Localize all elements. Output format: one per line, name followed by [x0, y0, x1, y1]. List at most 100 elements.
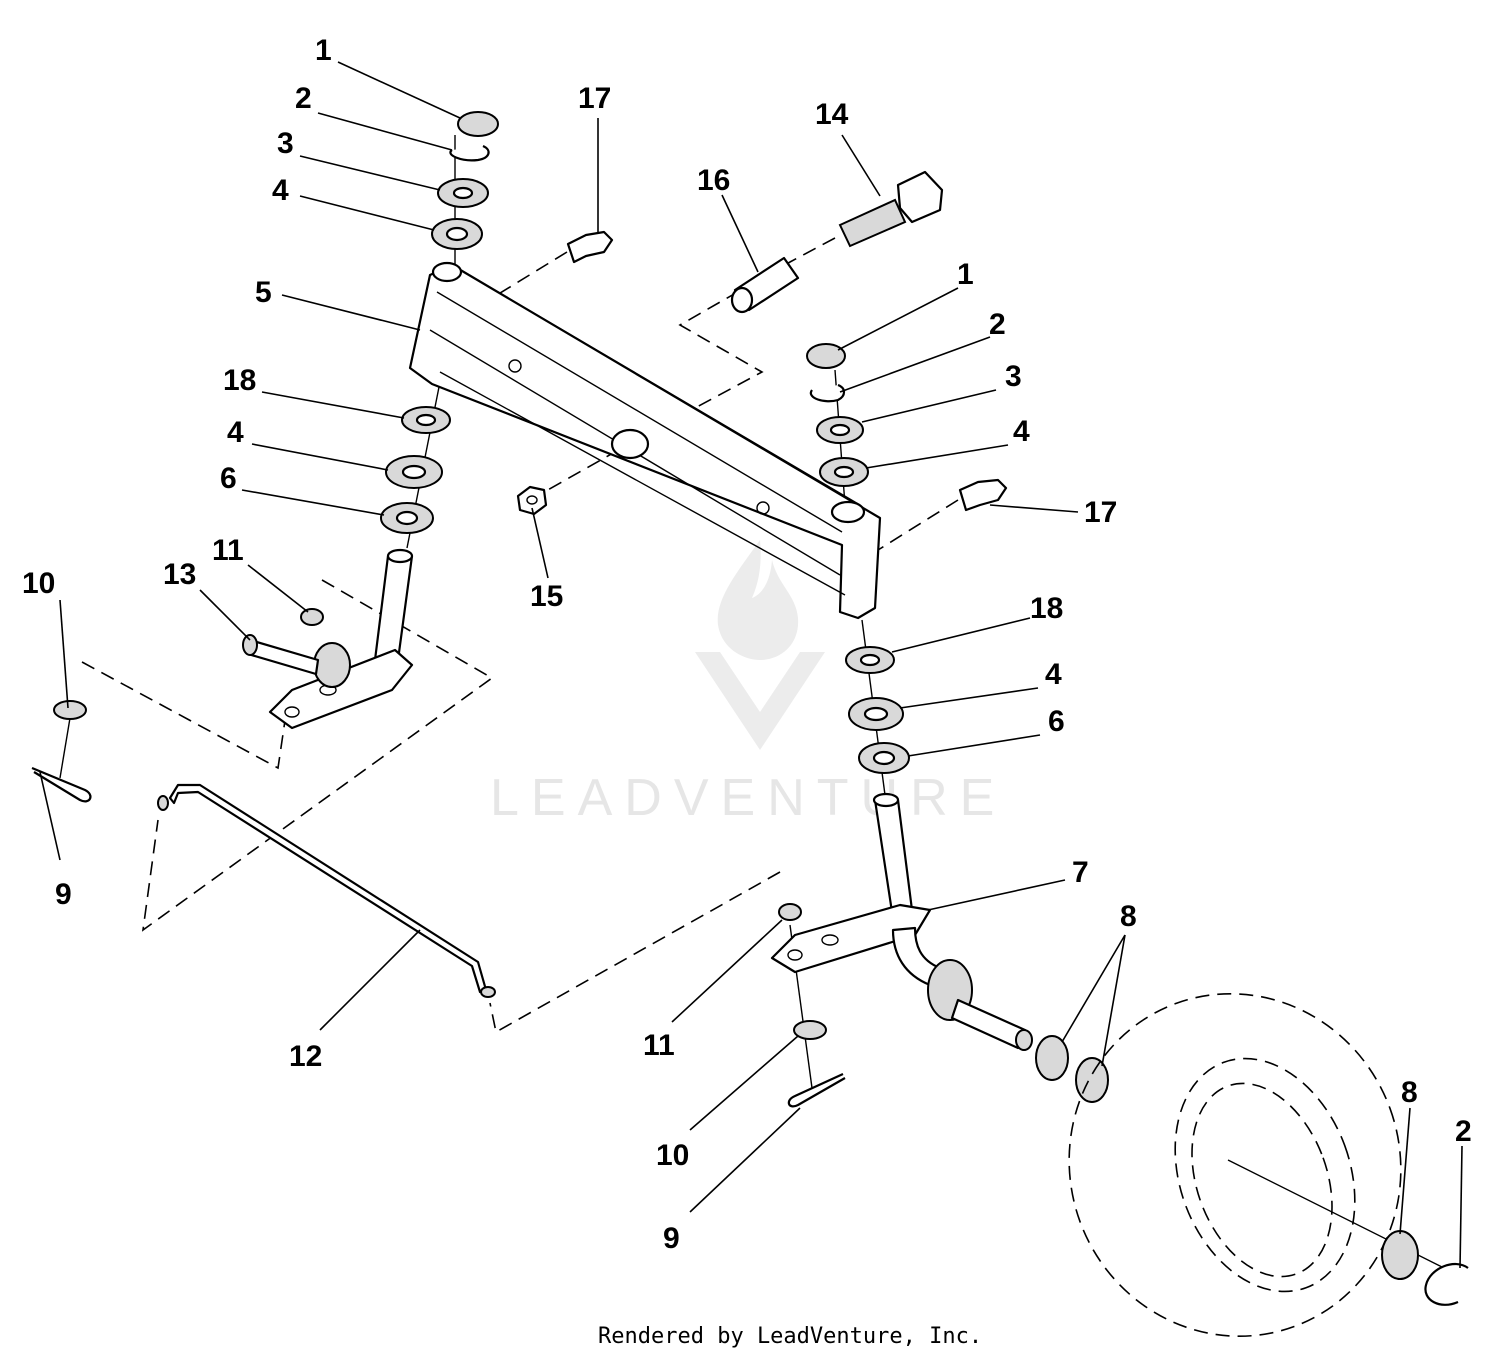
- callout-2-left: 2: [295, 82, 312, 115]
- bushing-right-4b-hole: [863, 706, 889, 722]
- washer-left-11-icon: [300, 608, 324, 626]
- callout-11-right: 11: [643, 1029, 675, 1062]
- callout-8-wheel: 8: [1401, 1076, 1418, 1109]
- wheel-outer: [1068, 993, 1402, 1337]
- bolt-14-head-icon: [896, 170, 944, 224]
- right-spindle-arm-hole-2: [821, 934, 839, 946]
- callout-12: 12: [289, 1040, 322, 1073]
- left-spindle-axle-13: [246, 638, 320, 676]
- right-spindle-arm-hole: [787, 949, 803, 961]
- left-kingpin-stack: [380, 111, 499, 534]
- bolt-14-threads: [838, 198, 907, 248]
- dash-left-spindle-bracket: [141, 579, 494, 932]
- wheel-inner-rim: [1174, 1057, 1356, 1293]
- grease-fitting-right-17-icon: [958, 478, 1008, 512]
- left-spindle-arm-hole: [284, 706, 300, 718]
- dash-left-arm-to-cotter: [81, 661, 289, 770]
- right-kingpin-stack: [806, 343, 910, 774]
- callout-4-right-bottom: 4: [1045, 658, 1062, 691]
- e-clip-right-icon: [809, 383, 846, 403]
- tie-rod: [157, 783, 496, 998]
- axle-beam-center-boss: [610, 428, 650, 460]
- callouts: 1 2 3 4 5 18 4 6 17 16 14 1 2 3 4 17 15 …: [22, 34, 1472, 1255]
- washer-right-10-icon: [793, 1020, 827, 1040]
- axle-beam-top-edge: [436, 264, 861, 533]
- left-spindle-axle-end: [242, 634, 258, 656]
- cap-right-icon: [806, 343, 846, 369]
- washer-8-c-icon: [1381, 1230, 1419, 1280]
- dash-bolt-14-path: [678, 237, 836, 409]
- nut-15-icon: [516, 485, 548, 516]
- callout-18-left: 18: [223, 364, 256, 397]
- watermark-flame-icon: [717, 540, 799, 660]
- callout-4-left-top: 4: [272, 174, 289, 207]
- washer-8-a-icon: [1035, 1035, 1069, 1081]
- callout-8-axle: 8: [1120, 900, 1137, 933]
- right-spindle-axle: [950, 998, 1027, 1050]
- cotter-pin-left-icon: [31, 766, 92, 803]
- callout-5: 5: [255, 276, 272, 309]
- callout-17-right: 17: [1084, 496, 1117, 529]
- callout-10-left: 10: [22, 567, 55, 600]
- center-hardware: [516, 170, 1008, 516]
- stack-line-cotter-left: [59, 717, 71, 779]
- cap-left-icon: [457, 111, 499, 137]
- callout-7: 7: [1072, 856, 1089, 889]
- e-clip-left-icon: [449, 144, 490, 162]
- leader-lines: [39, 61, 1463, 1269]
- axle-beam-hole-a: [508, 359, 522, 373]
- callout-2-wheel: 2: [1455, 1115, 1472, 1148]
- callout-1-right: 1: [957, 258, 974, 291]
- washer-left-6-hole: [395, 510, 419, 526]
- callout-17-left: 17: [578, 82, 611, 115]
- washer-right-6-hole: [872, 750, 896, 766]
- cotter-pin-right-icon: [787, 1073, 846, 1108]
- right-spindle: [770, 792, 1109, 1108]
- dash-fitting-17-right: [877, 499, 959, 551]
- callout-14: 14: [815, 98, 849, 131]
- callout-18-right: 18: [1030, 592, 1063, 625]
- tie-rod-end-left: [157, 795, 169, 811]
- washer-8-b-icon: [1075, 1057, 1109, 1103]
- left-spindle-arm: [268, 648, 414, 730]
- dash-right-arm-to-tierod: [489, 871, 781, 1034]
- axle-beam-pivot-hole-right: [830, 500, 866, 524]
- dash-fitting-17-left: [491, 251, 568, 299]
- callout-3-left: 3: [277, 127, 294, 160]
- left-spindle-shaft: [373, 554, 414, 662]
- dash-nut-15: [529, 447, 623, 501]
- watermark-v-icon: [695, 652, 825, 750]
- washer-right-3-hole: [829, 423, 851, 437]
- axle-beam-pivot-hole-left: [431, 261, 463, 283]
- front-wheel: [1068, 993, 1469, 1337]
- callout-2-right: 2: [989, 308, 1006, 341]
- spacer-16-end: [730, 286, 754, 314]
- left-spindle-top: [386, 548, 414, 564]
- left-spindle-hub: [313, 642, 351, 688]
- axle-beam: [408, 261, 882, 620]
- washer-left-3-hole: [452, 186, 474, 200]
- washer-right-11-icon: [778, 903, 802, 921]
- washer-left-18-hole: [415, 413, 437, 427]
- watermark-text: LEADVENTURE: [490, 769, 1006, 827]
- tie-rod-bar: [168, 783, 488, 994]
- left-spindle: [31, 548, 414, 803]
- callout-6-left: 6: [220, 462, 237, 495]
- washer-right-18-hole: [859, 653, 881, 667]
- callout-10-right: 10: [656, 1139, 689, 1172]
- callout-1-left: 1: [315, 34, 332, 67]
- callout-4-left-bottom: 4: [227, 416, 244, 449]
- leadventure-watermark: LEADVENTURE: [490, 540, 1006, 827]
- washer-left-10-icon: [53, 700, 87, 720]
- axle-beam-hole-b: [756, 501, 770, 515]
- right-spindle-axle-end: [1015, 1029, 1033, 1051]
- callout-3-right: 3: [1005, 360, 1022, 393]
- nut-15-hole: [526, 495, 538, 505]
- callout-11-left: 11: [212, 534, 244, 567]
- tie-rod-end-right: [480, 986, 496, 998]
- footer-credit: Rendered by LeadVenture, Inc.: [598, 1324, 982, 1349]
- e-clip-wheel-icon: [1424, 1262, 1469, 1306]
- callout-15: 15: [530, 580, 563, 613]
- callout-6-right: 6: [1048, 705, 1065, 738]
